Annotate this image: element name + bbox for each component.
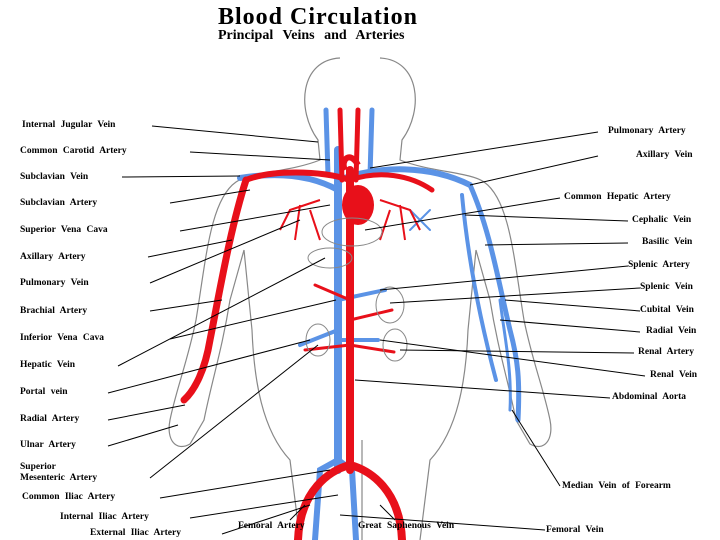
label-pulmonary-artery: Pulmonary Artery	[608, 126, 686, 136]
label-basilic-vein: Basilic Vein	[642, 237, 693, 247]
heart	[340, 154, 374, 225]
label-portal-vein: Portal vein	[20, 387, 68, 397]
label-abdominal-aorta: Abdominal Aorta	[612, 392, 686, 402]
label-great-saphenous-vein: Great Saphenous Vein	[358, 521, 455, 531]
label-radial-artery: Radial Artery	[20, 414, 80, 424]
label-hepatic-vein: Hepatic Vein	[20, 360, 75, 370]
leader-lines	[107, 125, 646, 535]
label-radial-vein: Radial Vein	[646, 326, 697, 336]
label-renal-artery: Renal Artery	[638, 347, 695, 357]
organs	[305, 217, 408, 362]
label-splenic-vein: Splenic Vein	[640, 282, 693, 292]
label-cubital-vein: Cubital Vein	[640, 305, 694, 315]
label-ulnar-artery: Ulnar Artery	[20, 440, 76, 450]
label-median-vein-of-forearm: Median Vein of Forearm	[562, 481, 671, 491]
label-internal-iliac-artery: Internal Iliac Artery	[60, 512, 149, 522]
label-superior: Superior	[20, 462, 56, 472]
label-internal-jugular-vein: Internal Jugular Vein	[22, 120, 116, 130]
label-common-iliac-artery: Common Iliac Artery	[22, 492, 116, 502]
label-mesenteric-artery: Mesenteric Artery	[20, 473, 98, 483]
label-axillary-artery: Axillary Artery	[20, 252, 86, 262]
label-renal-vein: Renal Vein	[650, 370, 698, 380]
label-femoral-vein: Femoral Vein	[546, 525, 604, 535]
arteries	[180, 107, 435, 540]
diagram-title: Blood Circulation	[218, 4, 418, 30]
label-subclavian-vein: Subclavian Vein	[20, 172, 89, 182]
label-splenic-artery: Splenic Artery	[628, 260, 690, 270]
label-superior-vena-cava: Superior Vena Cava	[20, 225, 108, 235]
veins	[237, 107, 522, 540]
label-subclavian-artery: Subclavian Artery	[20, 198, 98, 208]
label-common-hepatic-artery: Common Hepatic Artery	[564, 192, 671, 202]
diagram-subtitle: Principal Veins and Arteries	[218, 28, 405, 43]
label-external-iliac-artery: External Iliac Artery	[90, 528, 181, 538]
label-brachial-artery: Brachial Artery	[20, 306, 88, 316]
label-pulmonary-vein: Pulmonary Vein	[20, 278, 89, 288]
label-axillary-vein: Axillary Vein	[636, 150, 693, 160]
label-cephalic-vein: Cephalic Vein	[632, 215, 692, 225]
label-common-carotid-artery: Common Carotid Artery	[20, 146, 127, 156]
label-femoral-artery: Femoral Artery	[238, 521, 305, 531]
label-inferior-vena-cava: Inferior Vena Cava	[20, 333, 104, 343]
